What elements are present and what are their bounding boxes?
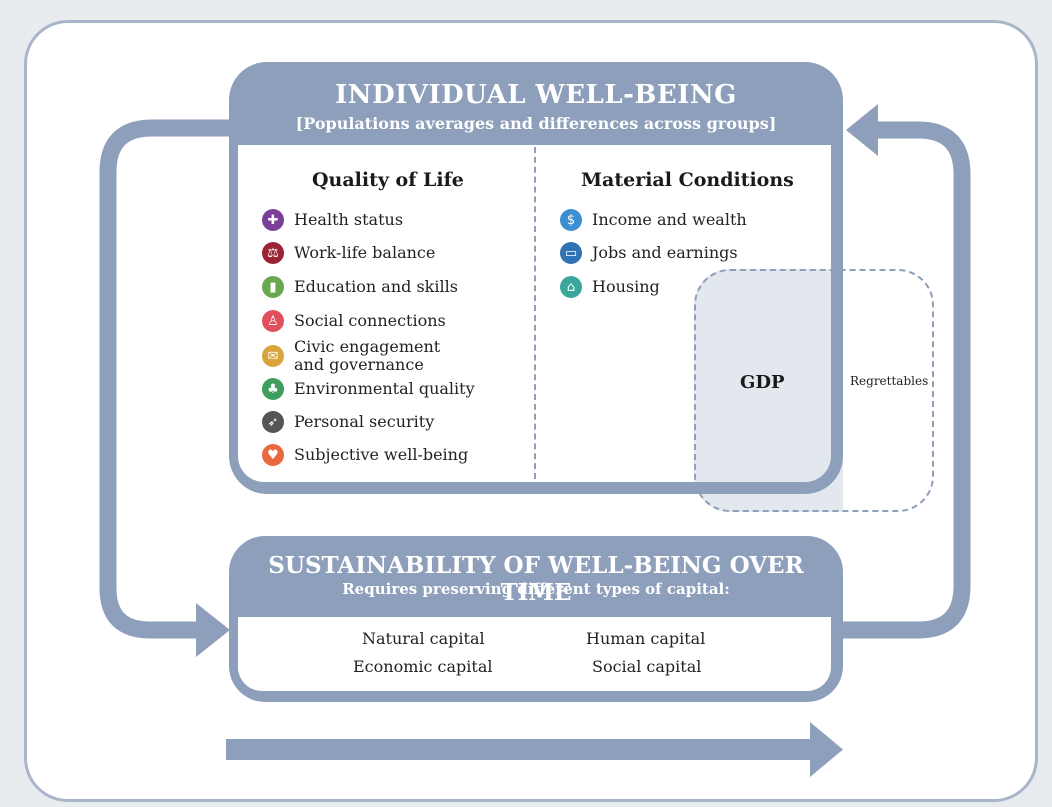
list-item: ♙ Social connections [262,310,446,332]
list-item-label: Personal security [294,412,435,431]
runner-icon: ➶ [262,411,284,433]
capitals-panel: Natural capital Human capital Economic c… [238,617,831,691]
individual-wellbeing-content: Quality of Life Material Conditions ✚ Hea… [238,145,831,482]
quality-of-life-title: Quality of Life [312,169,464,191]
list-item: ⌂ Housing [560,276,660,298]
house-icon: ⌂ [560,276,582,298]
list-item-label: Education and skills [294,277,458,296]
gdp-box [694,269,934,512]
list-item: ✉ Civic engagement and governance [262,338,440,374]
list-item: $ Income and wealth [560,209,747,231]
envelope-icon: ✉ [262,345,284,367]
list-item: ▮ Education and skills [262,276,458,298]
gdp-overlap-area [694,269,843,512]
list-item: ♣ Environmental quality [262,378,475,400]
capital-social: Social capital [592,657,702,676]
column-divider [534,147,536,479]
left-loop-arrowhead [196,603,230,657]
people-icon: ♙ [262,310,284,332]
list-item-label: Subjective well-being [294,445,469,464]
individual-wellbeing-title: INDIVIDUAL WELL-BEING [335,80,737,110]
list-item-label: Housing [592,277,660,296]
heart-icon: ♥ [262,444,284,466]
scales-icon: ⚖ [262,242,284,264]
sustainability-subtitle: Requires preserving different types of c… [342,580,730,598]
material-conditions-title: Material Conditions [581,169,794,191]
list-item-label: Environmental quality [294,379,475,398]
left-loop-arrow [99,119,240,639]
list-item: ➶ Personal security [262,411,434,433]
gdp-label: GDP [740,372,785,393]
capital-economic: Economic capital [353,657,493,676]
right-loop-arrow [838,121,971,639]
individual-wellbeing-header: INDIVIDUAL WELL-BEING [Populations avera… [229,62,843,144]
regrettables-label: Regrettables [850,374,929,388]
health-cross-icon: ✚ [262,209,284,231]
list-item-label: Social connections [294,311,446,330]
individual-wellbeing-subtitle: [Populations averages and differences ac… [295,114,777,133]
time-arrow-shaft [226,739,816,760]
list-item-label: Work-life balance [294,243,436,262]
list-item-label: Civic engagement and governance [294,337,441,374]
list-item-label: Income and wealth [592,210,747,229]
right-loop-arrowhead [846,104,878,156]
money-icon: $ [560,209,582,231]
capital-natural: Natural capital [362,629,485,648]
list-item: ⚖ Work-life balance [262,242,435,264]
book-icon: ▮ [262,276,284,298]
briefcase-icon: ▭ [560,242,582,264]
list-item: ♥ Subjective well-being [262,444,468,466]
capital-human: Human capital [586,629,706,648]
list-item: ▭ Jobs and earnings [560,242,738,264]
list-item-label: Health status [294,210,404,229]
list-item-label: Jobs and earnings [592,243,738,262]
tree-icon: ♣ [262,378,284,400]
time-arrow-head [810,722,843,777]
list-item: ✚ Health status [262,209,403,231]
sustainability-title: SUSTAINABILITY OF WELL-BEING OVER TIME [268,552,804,606]
